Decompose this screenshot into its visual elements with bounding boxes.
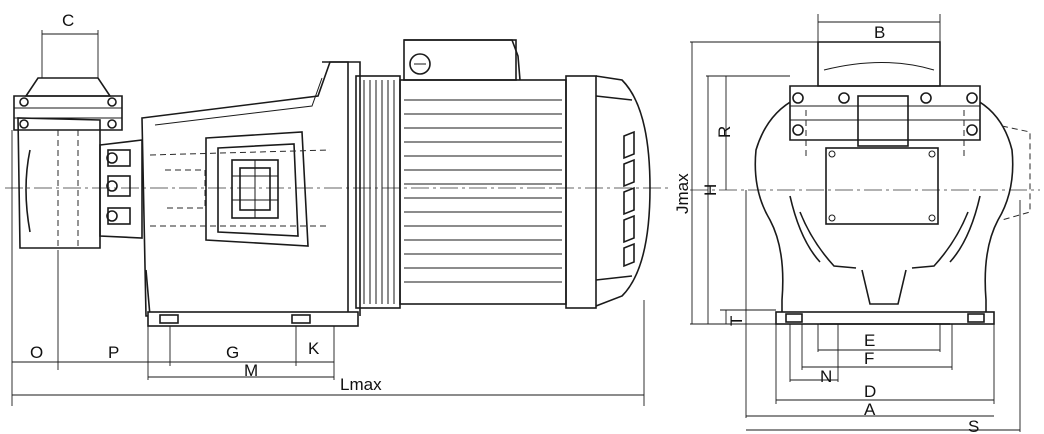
fan-cover-slots (623, 130, 635, 268)
cooling-fins (363, 80, 562, 304)
label-K: K (308, 339, 320, 358)
label-M: M (244, 361, 258, 380)
label-H: H (701, 184, 720, 196)
label-G: G (226, 343, 239, 362)
pump-casing-front (754, 41, 1031, 325)
label-N: N (820, 367, 832, 386)
side-dimensions: C O P G K M Lmax (11, 11, 645, 406)
side-view: C O P G K M Lmax (5, 11, 672, 406)
front-view: B Jmax H R T (673, 14, 1040, 434)
label-Jmax: Jmax (673, 173, 692, 214)
label-D: D (864, 382, 876, 401)
label-T: T (727, 316, 746, 326)
label-B: B (874, 23, 885, 42)
label-S: S (968, 417, 979, 434)
label-O: O (30, 343, 43, 362)
pump-head (13, 77, 143, 249)
bracket-housing (141, 61, 361, 327)
front-dimensions: B Jmax H R T (673, 14, 1021, 434)
label-E: E (864, 331, 875, 350)
label-A: A (864, 400, 876, 419)
motor-body (355, 39, 651, 309)
label-F: F (864, 349, 874, 368)
label-R: R (715, 126, 734, 138)
label-P: P (108, 343, 119, 362)
label-C: C (62, 11, 74, 30)
label-Lmax: Lmax (340, 375, 382, 394)
